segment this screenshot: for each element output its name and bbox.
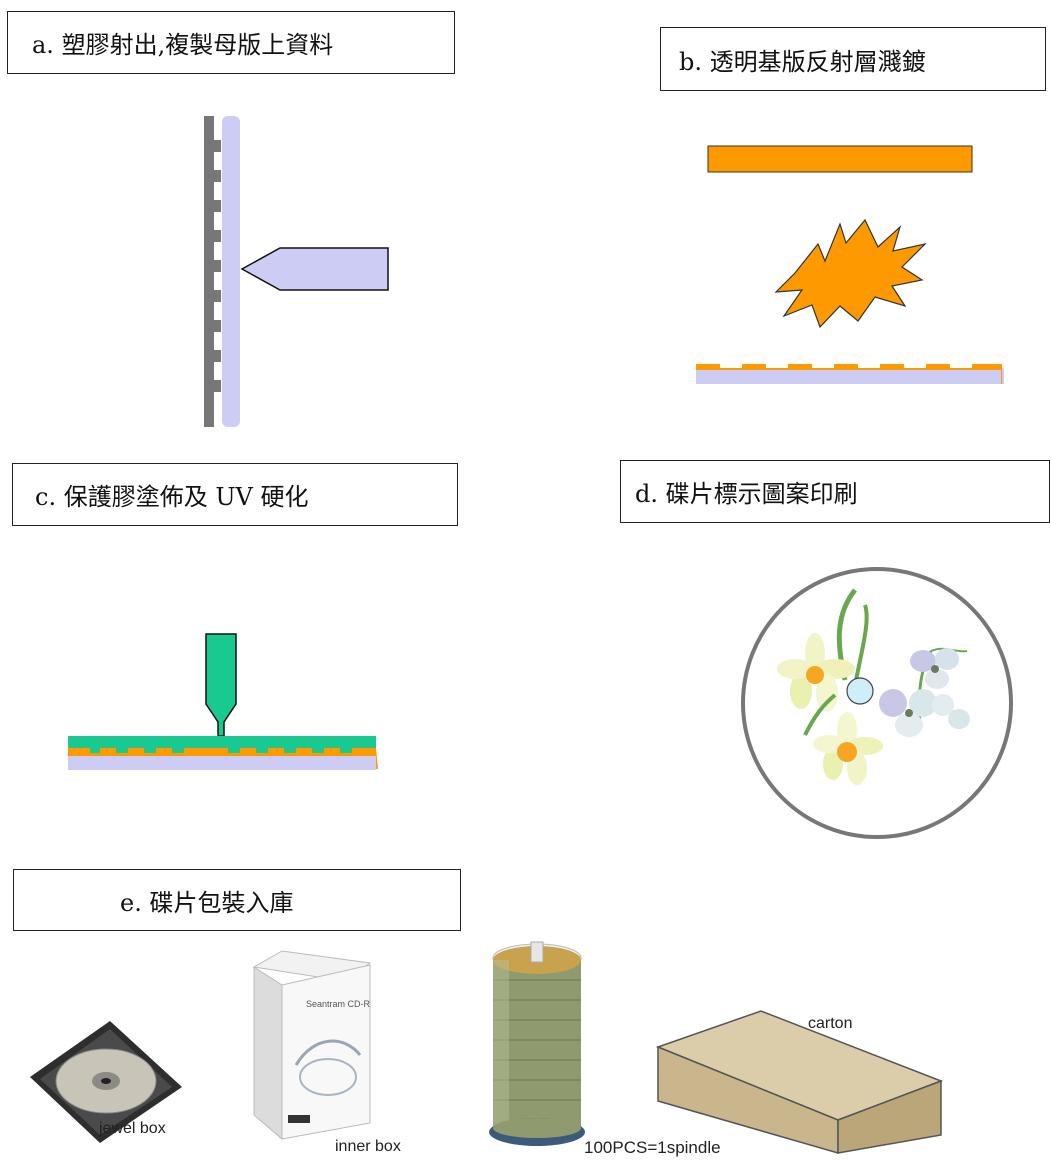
spindle-image <box>489 941 585 1146</box>
coating-nozzle <box>205 633 237 737</box>
step-c-title: c. 保護膠塗佈及 UV 硬化 <box>12 463 458 526</box>
inner-box-brand: Seantram CD-R <box>306 999 371 1009</box>
jewel-box-image <box>30 1021 182 1143</box>
daffodil-flowers-icon <box>777 588 883 785</box>
inner-box-image: Seantram CD-R <box>252 950 372 1141</box>
step-e-title: e. 碟片包裝入庫 <box>13 869 461 931</box>
step-d-title: d. 碟片標示圖案印刷 <box>620 460 1050 523</box>
label-printing-figure <box>741 567 1013 839</box>
protective-coat <box>68 736 376 748</box>
reflective-layer <box>696 364 1002 384</box>
injection-molding-figure <box>204 116 389 427</box>
injection-nozzle <box>240 247 389 291</box>
jewel-box-label: jewel box <box>99 1120 166 1137</box>
carton-image <box>655 1010 944 1154</box>
spindle-pin <box>530 941 544 963</box>
plasma-burst-icon <box>774 218 927 329</box>
sputtering-figure <box>696 145 1004 384</box>
stamper-plate <box>204 116 221 427</box>
sputter-target <box>707 145 973 173</box>
carton-side <box>837 1079 942 1154</box>
spindle-label: 100PCS=1spindle <box>584 1138 721 1157</box>
coating-figure <box>68 633 378 770</box>
disc-substrate <box>222 116 240 427</box>
disc-center-hole <box>846 677 874 705</box>
step-b-title: b. 透明基版反射層濺鍍 <box>660 27 1046 91</box>
disc-substrate <box>696 368 1004 384</box>
disc-substrate <box>68 756 376 770</box>
carton-label: carton <box>808 1015 853 1032</box>
disc-outline <box>741 567 1013 839</box>
orchid-flowers-icon <box>879 647 970 737</box>
inner-box-label: inner box <box>335 1138 401 1155</box>
reflective-layer <box>68 748 378 769</box>
step-a-title: a. 塑膠射出,複製母版上資料 <box>7 11 455 74</box>
